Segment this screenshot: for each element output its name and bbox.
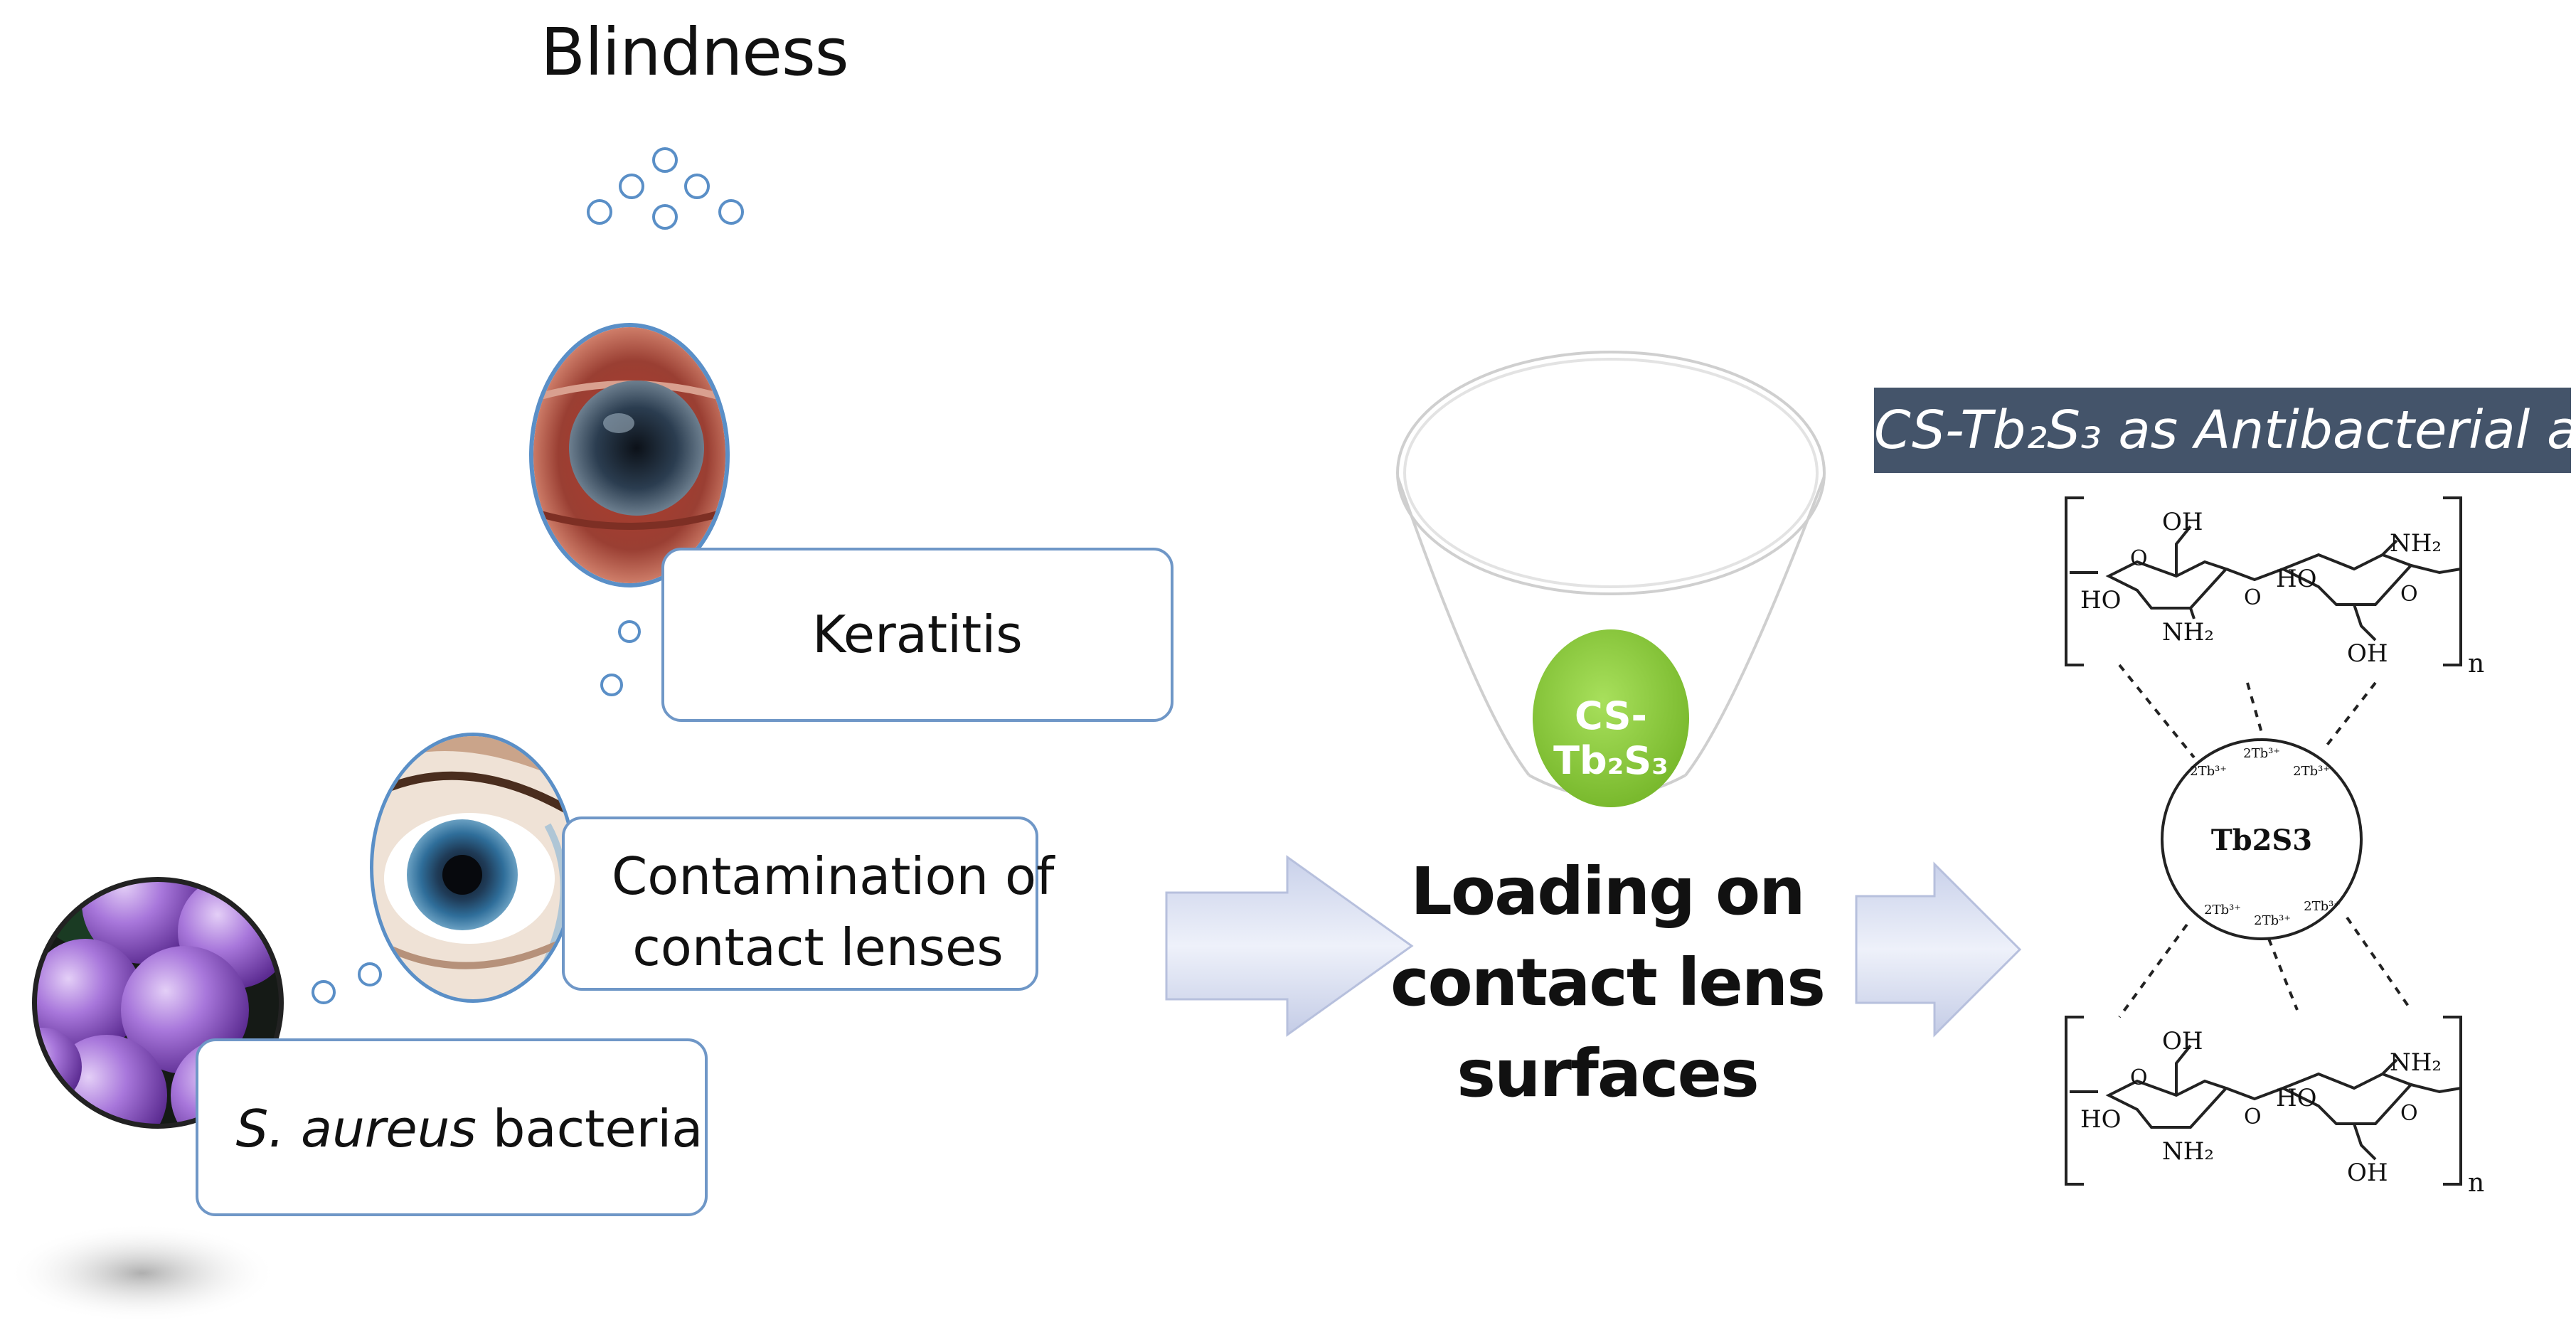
antibacterial-agent-banner: CS-Tb₂S₃ as Antibacterial agent bbox=[1874, 388, 2576, 473]
structure-ion-1: 2Tb³⁺ bbox=[2243, 746, 2280, 761]
structure-nh2-top-2: NH₂ bbox=[2162, 618, 2214, 647]
s-aureus-bacteria-image bbox=[32, 877, 284, 1129]
chemical-structure bbox=[2065, 496, 2462, 1186]
structure-ho-bot-2: HO bbox=[2276, 1084, 2317, 1112]
arrow-right-2 bbox=[1855, 861, 2022, 1038]
funnel-badge-label: CS-Tb₂S₃ bbox=[1553, 693, 1668, 783]
loading-text-line2: contact lens bbox=[1390, 945, 1826, 1021]
contact-lens-eye-image bbox=[370, 733, 576, 1003]
structure-o-top-3: O bbox=[2400, 582, 2418, 607]
structure-ho-top-2: HO bbox=[2276, 565, 2317, 593]
loading-text-line3: surfaces bbox=[1457, 1036, 1759, 1112]
contamination-label-line2: contact lenses bbox=[632, 917, 1004, 977]
thought-bubbles-middle bbox=[600, 620, 641, 696]
structure-o-bot-2: O bbox=[2244, 1105, 2262, 1129]
structure-o-bot-1: O bbox=[2130, 1065, 2148, 1090]
structure-oh-bot-2: OH bbox=[2347, 1159, 2388, 1187]
thought-bubbles-lower bbox=[312, 962, 382, 1004]
chemical-structure-labels: OH NH₂ HO NH₂ O O HO OH O n OH NH₂ HO NH… bbox=[2080, 508, 2484, 1198]
structure-ho-top-1: HO bbox=[2080, 586, 2122, 615]
structure-nh2-bot-2: NH₂ bbox=[2162, 1137, 2214, 1166]
structure-nh2-top-1: NH₂ bbox=[2390, 529, 2442, 558]
structure-n-top: n bbox=[2468, 649, 2484, 679]
structure-oh-top-2: OH bbox=[2347, 639, 2388, 668]
keratitis-eye-image bbox=[529, 323, 730, 587]
keratitis-label-box bbox=[661, 548, 1173, 722]
structure-core-label: Tb2S3 bbox=[2211, 824, 2312, 857]
structure-oh-top-1: OH bbox=[2162, 508, 2203, 536]
structure-o-top-1: O bbox=[2130, 546, 2148, 571]
keratitis-label: Keratitis bbox=[812, 605, 1023, 664]
structure-ho-bot-1: HO bbox=[2080, 1105, 2122, 1134]
structure-nh2-bot-1: NH₂ bbox=[2390, 1048, 2442, 1077]
arrow-right-1 bbox=[1165, 855, 1414, 1037]
structure-o-top-2: O bbox=[2244, 585, 2262, 610]
contamination-label-box bbox=[562, 816, 1038, 991]
loading-text-line1: Loading on bbox=[1410, 853, 1805, 930]
bacteria-label: S. aureus bacteria bbox=[235, 1099, 704, 1159]
structure-n-bot: n bbox=[2468, 1169, 2484, 1198]
cs-tb2s3-badge bbox=[1533, 629, 1689, 807]
structure-o-bot-3: O bbox=[2400, 1101, 2418, 1126]
blindness-title: Blindness bbox=[541, 14, 849, 90]
structure-ion-2: 2Tb³⁺ bbox=[2190, 764, 2227, 779]
bacteria-word: bacteria bbox=[476, 1099, 703, 1159]
contamination-label-line1: Contamination of bbox=[612, 846, 1055, 906]
structure-ion-3: 2Tb³⁺ bbox=[2293, 764, 2330, 779]
structure-ion-5: 2Tb³⁺ bbox=[2254, 913, 2291, 928]
structure-oh-bot-1: OH bbox=[2162, 1027, 2203, 1055]
thought-bubbles-top bbox=[587, 147, 744, 230]
structure-ion-6: 2Tb³⁺ bbox=[2304, 899, 2341, 914]
bacteria-label-box bbox=[196, 1038, 708, 1216]
bacteria-species-name: S. aureus bbox=[235, 1099, 477, 1159]
funnel bbox=[1396, 351, 1826, 798]
bacteria-shadow bbox=[7, 1223, 277, 1323]
structure-ion-4: 2Tb³⁺ bbox=[2204, 903, 2241, 917]
